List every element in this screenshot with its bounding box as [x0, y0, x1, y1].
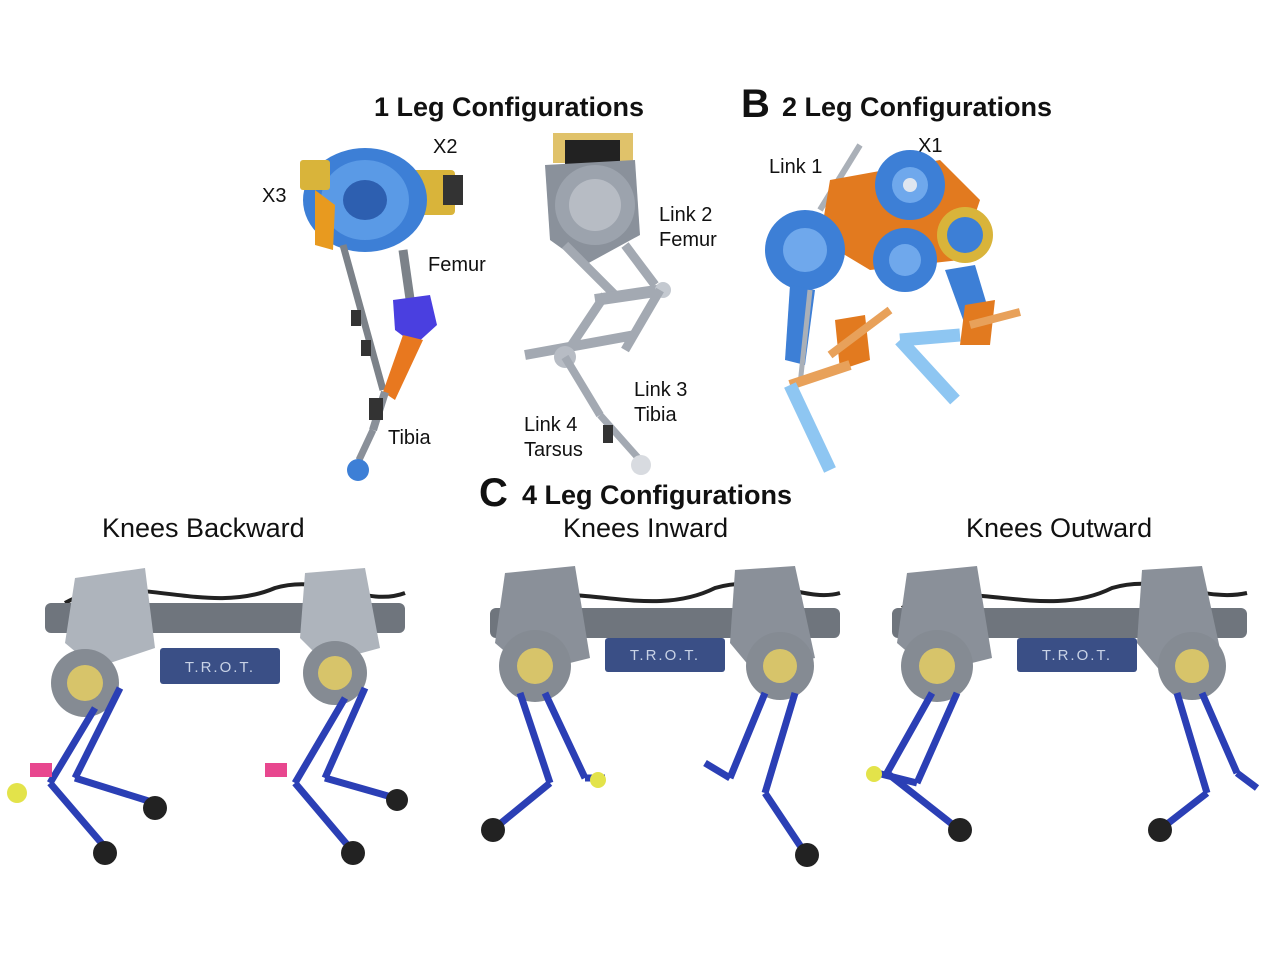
panel-c-letter: C — [479, 473, 508, 513]
robot-title-inward: Knees Inward — [563, 513, 728, 544]
label-link3: Link 3 — [634, 377, 687, 403]
robot-photo-knees-outward: T.R.O.T. — [862, 548, 1277, 878]
label-link4: Link 4 — [524, 412, 577, 438]
robot-title-backward: Knees Backward — [102, 513, 305, 544]
label-x3: X3 — [262, 183, 286, 209]
robot-photo-knees-inward: T.R.O.T. — [465, 548, 865, 878]
label-tarsus: Tarsus — [524, 437, 583, 463]
label-femur-2: Femur — [659, 227, 717, 253]
robot-plate-outward: T.R.O.T. — [1042, 647, 1112, 664]
single-leg-render-colored — [255, 130, 485, 490]
robot-title-outward: Knees Outward — [966, 513, 1152, 544]
panel-b-letter: B — [741, 84, 770, 124]
robot-plate-inward: T.R.O.T. — [630, 647, 700, 664]
panel-a-heading: 1 Leg Configurations — [374, 92, 644, 123]
panel-c-heading: 4 Leg Configurations — [522, 480, 792, 511]
label-tibia: Tibia — [388, 425, 431, 451]
label-tibia-2: Tibia — [634, 402, 677, 428]
label-link2: Link 2 — [659, 202, 712, 228]
label-x2: X2 — [433, 134, 457, 160]
two-leg-render — [760, 140, 1030, 480]
panel-b-heading: 2 Leg Configurations — [782, 92, 1052, 123]
label-femur: Femur — [428, 252, 486, 278]
robot-plate-backward: T.R.O.T. — [185, 659, 255, 676]
robot-photo-knees-backward: T.R.O.T. — [5, 548, 435, 878]
